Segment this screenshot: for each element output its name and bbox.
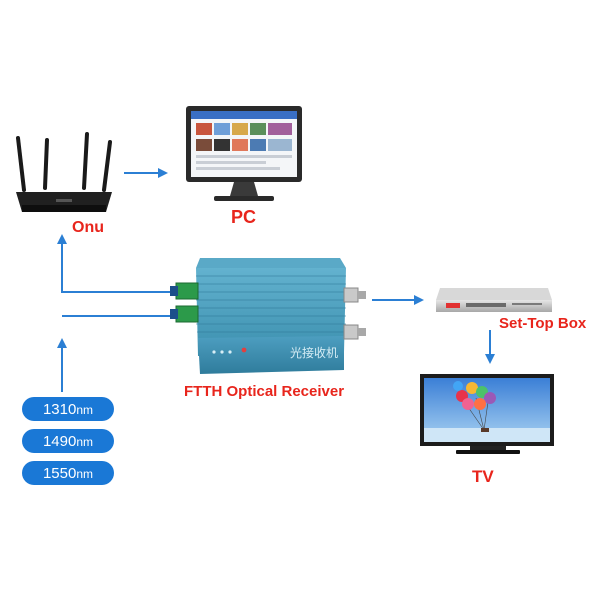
wavelength-unit: nm: [76, 435, 93, 449]
svg-text:1310nm: 1310nm: [43, 401, 93, 418]
balloons-icon: [453, 381, 496, 432]
optical-receiver-device: [170, 258, 366, 374]
onu-label: Onu: [72, 219, 104, 236]
tv-label: TV: [472, 467, 494, 486]
wavelength-pill-1550: 1550nm: [22, 461, 114, 485]
receiver-label: FTTH Optical Receiver: [184, 383, 344, 400]
wavelength-unit: nm: [76, 467, 93, 481]
router-icon: [16, 132, 112, 212]
wavelength-unit: nm: [76, 403, 93, 417]
wavelength-value: 1310: [43, 401, 76, 418]
set-top-box-icon: [436, 288, 552, 312]
tv-icon: [420, 374, 554, 454]
receiver-print-text: 光接收机: [290, 345, 338, 360]
wavelength-pill-1310: 1310nm: [22, 397, 114, 421]
arrow-to-onu: [57, 234, 176, 293]
pc-monitor-icon: [186, 106, 302, 201]
stb-label: Set-Top Box: [499, 315, 587, 332]
pc-label: PC: [231, 207, 256, 227]
connection-arrows: [57, 168, 495, 392]
svg-text:1490nm: 1490nm: [43, 433, 93, 450]
svg-text:1550nm: 1550nm: [43, 465, 93, 482]
wavelength-pill-1490: 1490nm: [22, 429, 114, 453]
wavelength-value: 1550: [43, 465, 76, 482]
wavelength-value: 1490: [43, 433, 76, 450]
